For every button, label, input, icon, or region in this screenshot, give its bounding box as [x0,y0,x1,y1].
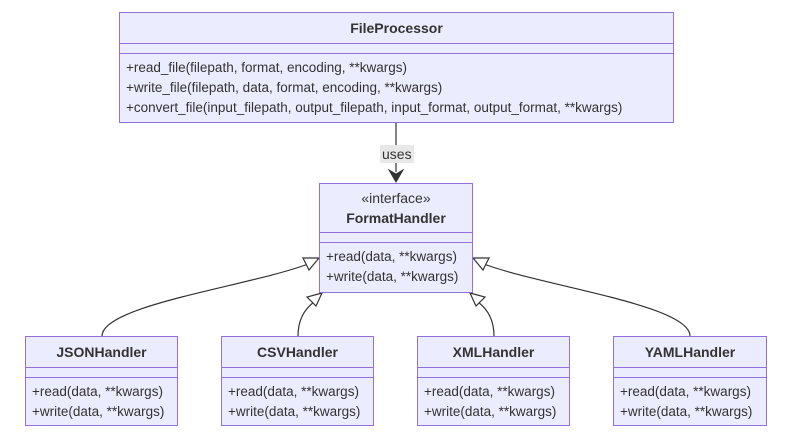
class-name: YAMLHandler [644,344,736,360]
class-methods: +read(data, **kwargs) +write(data, **kwa… [26,378,177,422]
method: +write(data, **kwargs) [620,404,753,419]
method: +write(data, **kwargs) [326,269,459,284]
yaml-inherits-arrowhead [471,257,490,272]
method: +read(data, **kwargs) [424,384,555,399]
json-inherits-edge [101,263,309,337]
class-yaml-handler: YAMLHandler +read(data, **kwargs) +write… [613,336,767,426]
method: +read(data, **kwargs) [228,384,359,399]
class-json-handler: JSONHandler +read(data, **kwargs) +write… [25,336,178,426]
uses-edge-label: uses [380,145,414,163]
class-methods: +read(data, **kwargs) +write(data, **kwa… [320,243,472,287]
class-stereotype: «interface» [361,190,431,206]
method: +convert_file(input_filepath, output_fil… [126,100,623,115]
yaml-inherits-edge [483,263,691,337]
method: +read(data, **kwargs) [326,249,457,264]
class-xml-handler: XMLHandler +read(data, **kwargs) +write(… [417,336,570,426]
class-attributes [222,368,373,378]
class-methods: +read(data, **kwargs) +write(data, **kwa… [614,378,766,422]
xml-inherits-arrowhead [468,292,487,308]
class-attributes [418,368,569,378]
method: +read(data, **kwargs) [32,384,163,399]
csv-inherits-arrowhead [305,292,324,308]
method: +read(data, **kwargs) [620,384,751,399]
class-name: CSVHandler [257,344,338,360]
method: +write(data, **kwargs) [424,404,557,419]
method: +write_file(filepath, data, format, enco… [126,80,443,95]
class-methods: +read_file(filepath, format, encoding, *… [120,54,673,118]
class-name: JSONHandler [56,344,147,360]
class-format-handler: «interface» FormatHandler +read(data, **… [319,183,473,293]
class-attributes [614,368,766,378]
method: +write(data, **kwargs) [228,404,361,419]
json-inherits-arrowhead [302,257,321,272]
class-csv-handler: CSVHandler +read(data, **kwargs) +write(… [221,336,374,426]
method: +read_file(filepath, format, encoding, *… [126,60,408,75]
class-attributes [120,44,673,54]
uses-arrowhead [387,168,405,183]
class-attributes [320,233,472,243]
class-methods: +read(data, **kwargs) +write(data, **kwa… [222,378,373,422]
xml-inherits-edge [477,301,495,337]
class-name: FileProcessor [350,20,443,36]
method: +write(data, **kwargs) [32,404,165,419]
class-name: XMLHandler [452,344,535,360]
class-file-processor: FileProcessor +read_file(filepath, forma… [119,12,674,123]
class-methods: +read(data, **kwargs) +write(data, **kwa… [418,378,569,422]
csv-inherits-edge [297,301,315,337]
class-name: FormatHandler [346,210,446,226]
class-attributes [26,368,177,378]
